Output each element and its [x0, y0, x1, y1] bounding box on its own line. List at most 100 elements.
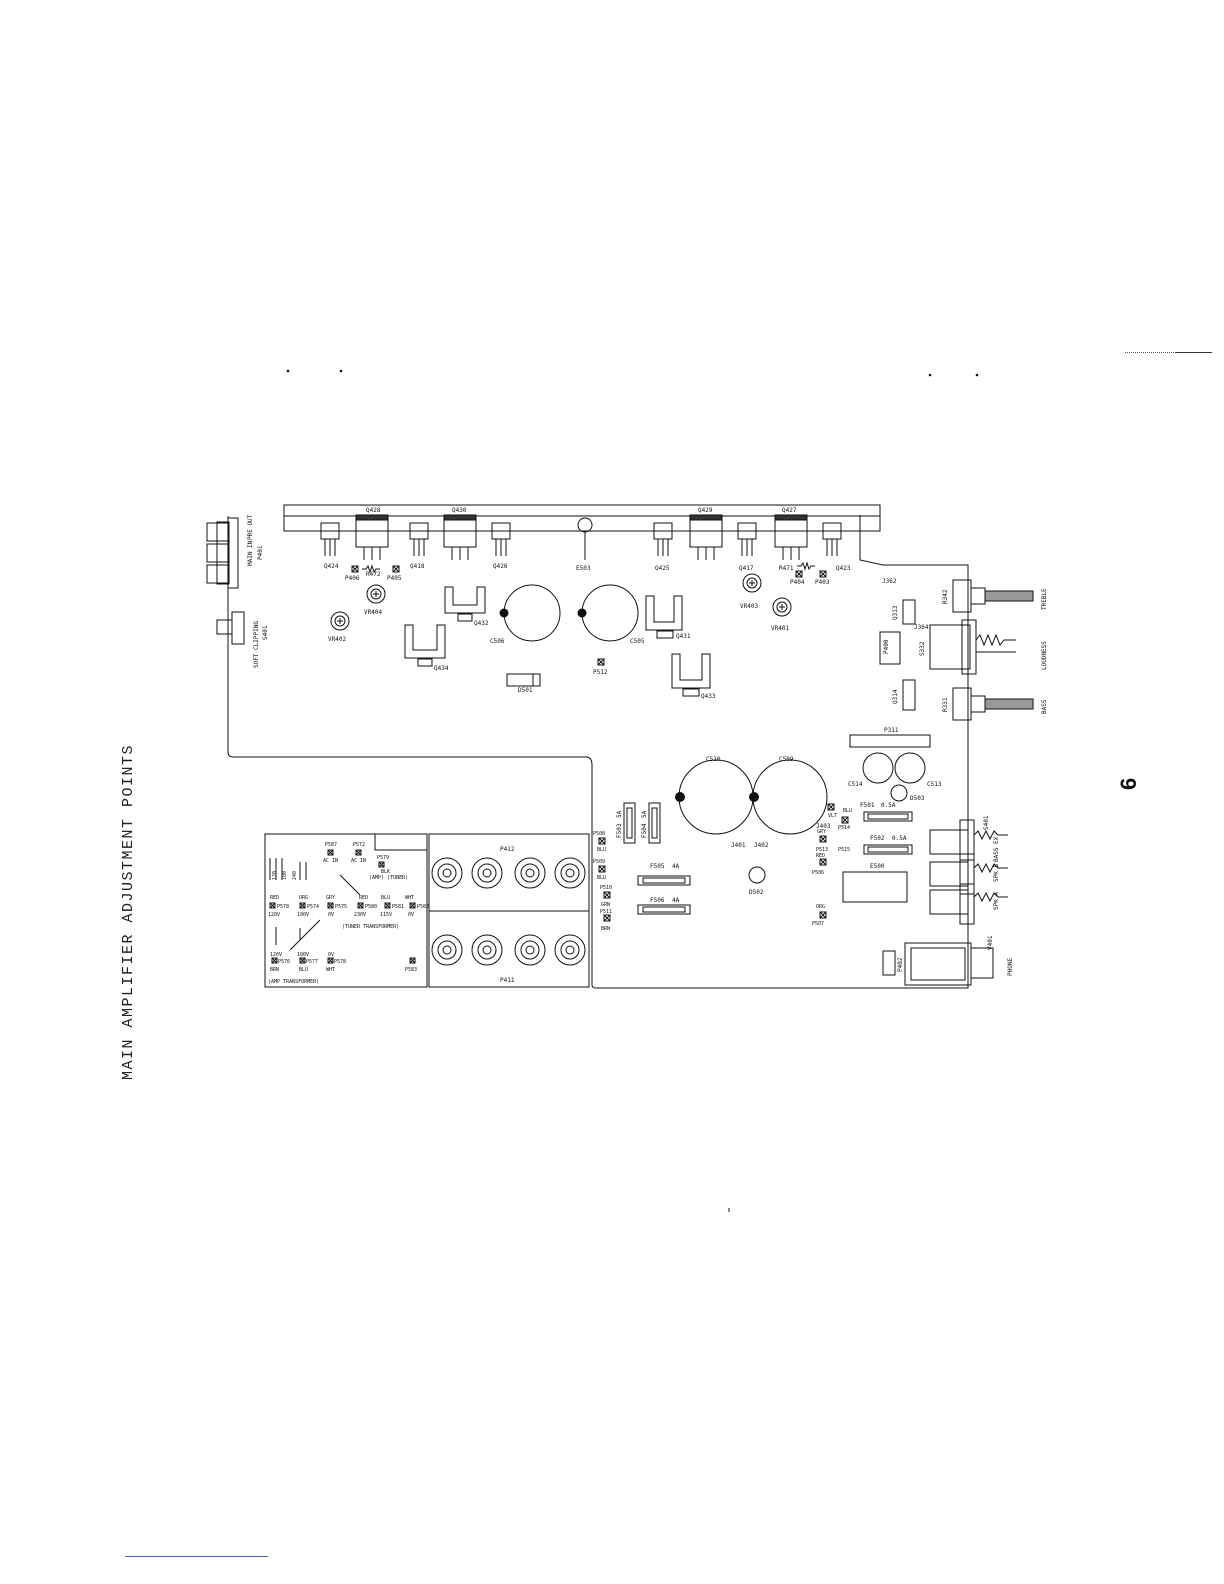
label-q425: Q425: [655, 565, 670, 572]
label-p412: P412: [500, 846, 515, 853]
label-p515: P515: [838, 847, 850, 853]
label-f501-rating: 0.5A: [881, 802, 896, 809]
label-p411: P411: [500, 977, 515, 984]
label-q417: Q417: [739, 565, 754, 572]
label-gry: GRY: [817, 829, 826, 835]
label-0v-c: 0V: [328, 952, 334, 958]
label-q431: Q431: [676, 633, 691, 640]
label-q314: Q314: [892, 689, 899, 704]
label-q424: Q424: [324, 563, 339, 570]
label-s401-left: S401: [262, 625, 269, 640]
label-loudness: LOUDNESS: [1041, 641, 1048, 670]
label-ac-in-1: AC IN: [323, 858, 338, 864]
label-spk-b: SPK B: [993, 864, 1000, 882]
label-e500: E500: [870, 863, 885, 870]
header-rule: [1175, 352, 1212, 353]
label-amp-transformer: (AMP TRANSFORMER): [268, 979, 319, 985]
label-vlt: VLT: [828, 813, 837, 819]
label-vr401: VR401: [771, 625, 789, 632]
label-main-in: MAIN IN: [247, 540, 254, 566]
label-p576: P576: [278, 959, 290, 965]
label-f502-rating: 0.5A: [892, 835, 907, 842]
label-j401: J401: [731, 842, 746, 849]
label-red-tp: RED: [270, 895, 279, 901]
label-wht-tp: WHT: [405, 895, 414, 901]
label-115v: 115V: [380, 912, 392, 918]
label-vr402: VR402: [328, 636, 346, 643]
label-q429: Q429: [698, 507, 713, 514]
label-blu-p514: BLU: [843, 808, 852, 814]
label-p507: P507: [812, 921, 824, 927]
label-s332: S332: [919, 641, 926, 656]
label-c510: C510: [706, 756, 721, 763]
label-p580: P580: [365, 904, 377, 910]
label-100v: 100V: [297, 912, 309, 918]
label-amp-tuner: (AMP) (TUNER): [369, 875, 408, 881]
label-p508: P508: [593, 831, 605, 837]
label-f502: F502: [870, 835, 885, 842]
label-org: ORG: [816, 904, 825, 910]
label-n240: 240: [292, 871, 298, 880]
label-v401: V401: [987, 935, 994, 950]
label-spk-a: SPK A: [993, 892, 1000, 910]
label-p405: P405: [387, 575, 402, 582]
label-p401: P401: [257, 545, 264, 560]
label-p404: P404: [790, 579, 805, 586]
label-d501: D501: [518, 687, 533, 694]
label-n120: 120: [272, 871, 278, 880]
label-f505: F505: [650, 863, 665, 870]
label-brn-tp: BRN: [270, 967, 279, 973]
label-230v: 230V: [354, 912, 366, 918]
label-grn: GRN: [601, 902, 610, 908]
label-pre-out: PRE OUT: [247, 514, 254, 540]
label-p509: P509: [593, 859, 605, 865]
label-100v-b: 100V: [297, 952, 309, 958]
label-p402: P402: [897, 957, 904, 972]
label-p575: P575: [335, 904, 347, 910]
label-q423: Q423: [836, 565, 851, 572]
label-c513: C513: [927, 781, 942, 788]
label-f506: F506: [650, 897, 665, 904]
label-j402: J402: [754, 842, 769, 849]
label-blu-p509: BLU: [597, 875, 606, 881]
label-c514: C514: [848, 781, 863, 788]
label-treble: TREBLE: [1041, 588, 1048, 610]
label-p581: P581: [392, 904, 404, 910]
label-j403: J403: [816, 823, 831, 830]
label-q427: Q427: [782, 507, 797, 514]
footer-rule: [125, 1556, 268, 1557]
label-d502: D502: [749, 889, 764, 896]
label-red: RED: [816, 853, 825, 859]
label-brn: BRN: [601, 926, 610, 932]
label-soft-clipping: SOFT CLIPPING: [253, 621, 260, 668]
label-wht2-tp: WHT: [326, 967, 335, 973]
label-ac-in-2: AC IN: [351, 858, 366, 864]
label-p311: P311: [884, 727, 899, 734]
label-gry-tp: GRY: [326, 895, 335, 901]
label-q432: Q432: [474, 620, 489, 627]
label-s401-right: S401: [983, 815, 990, 830]
label-p403: P403: [815, 579, 830, 586]
label-c505: C505: [630, 638, 645, 645]
label-vr403: VR403: [740, 603, 758, 610]
label-p578: P578: [277, 904, 289, 910]
label-p572: P572: [353, 842, 365, 848]
label-j364: J364: [914, 624, 929, 631]
label-0v-b: 0V: [408, 912, 414, 918]
label-p582: P582: [417, 904, 429, 910]
label-q434: Q434: [434, 665, 449, 672]
label-q433: Q433: [701, 693, 716, 700]
label-r471: R471: [779, 565, 794, 572]
label-bass: BASS: [1041, 699, 1048, 714]
label-blk: BLK: [381, 869, 390, 875]
label-p506: P506: [812, 870, 824, 876]
label-c509: C509: [779, 756, 794, 763]
label-phone: PHONE: [1007, 958, 1014, 976]
label-q313: Q313: [892, 605, 899, 620]
label-q418: Q418: [410, 563, 425, 570]
label-q426: Q426: [493, 563, 508, 570]
label-f506-rating: 4A: [672, 897, 680, 904]
label-p510: P510: [600, 885, 612, 891]
label-p587: P587: [325, 842, 337, 848]
